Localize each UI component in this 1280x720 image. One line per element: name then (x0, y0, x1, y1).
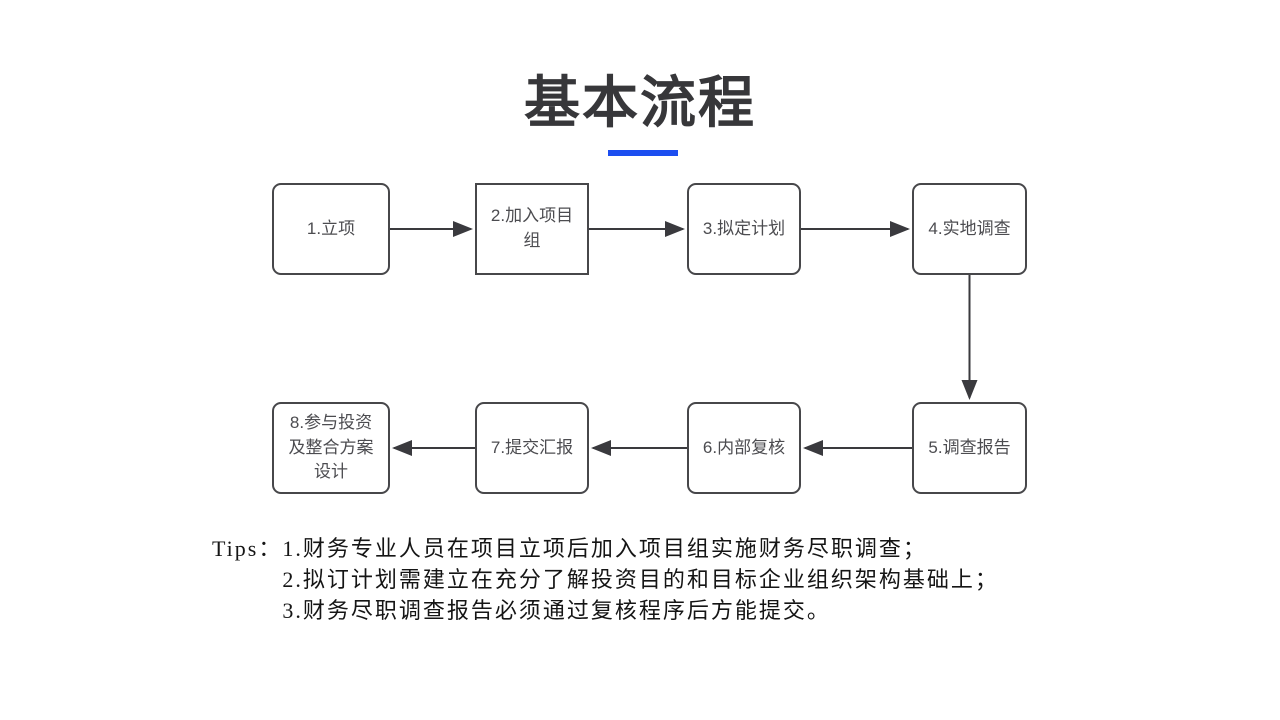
tips-item-3: 3.财务尽职调查报告必须通过复核程序后方能提交。 (282, 598, 831, 623)
flow-step-2: 2.加入项目组 (475, 183, 589, 275)
flow-step-1: 1.立项 (272, 183, 390, 275)
flow-step-8: 8.参与投资及整合方案设计 (272, 402, 390, 494)
flow-step-4: 4.实地调查 (912, 183, 1027, 275)
tips-label: Tips： (212, 536, 283, 561)
page-title: 基本流程 (524, 71, 756, 134)
tips-list: 1.财务专业人员在项目立项后加入项目组实施财务尽职调查； 2.拟订计划需建立在充… (282, 533, 999, 626)
title-underline (608, 150, 678, 156)
tips-item-1: 1.财务专业人员在项目立项后加入项目组实施财务尽职调查； (282, 536, 927, 561)
flow-step-5: 5.调查报告 (912, 402, 1027, 494)
flow-step-3: 3.拟定计划 (687, 183, 801, 275)
flow-step-6: 6.内部复核 (687, 402, 801, 494)
flow-step-7: 7.提交汇报 (475, 402, 589, 494)
tips-block: Tips： 1.财务专业人员在项目立项后加入项目组实施财务尽职调查； 2.拟订计… (212, 533, 999, 626)
tips-item-2: 2.拟订计划需建立在充分了解投资目的和目标企业组织架构基础上； (282, 567, 999, 592)
